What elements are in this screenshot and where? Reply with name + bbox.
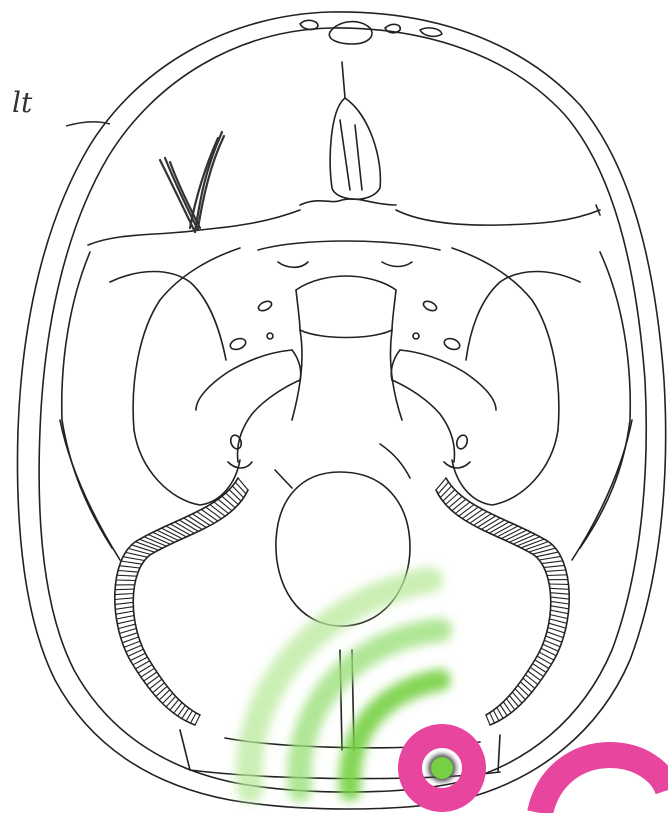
side-annotation-label: lt: [12, 86, 33, 119]
hatch-line: [116, 580, 136, 581]
hatch-line: [115, 589, 134, 590]
hatch-line: [547, 575, 567, 576]
